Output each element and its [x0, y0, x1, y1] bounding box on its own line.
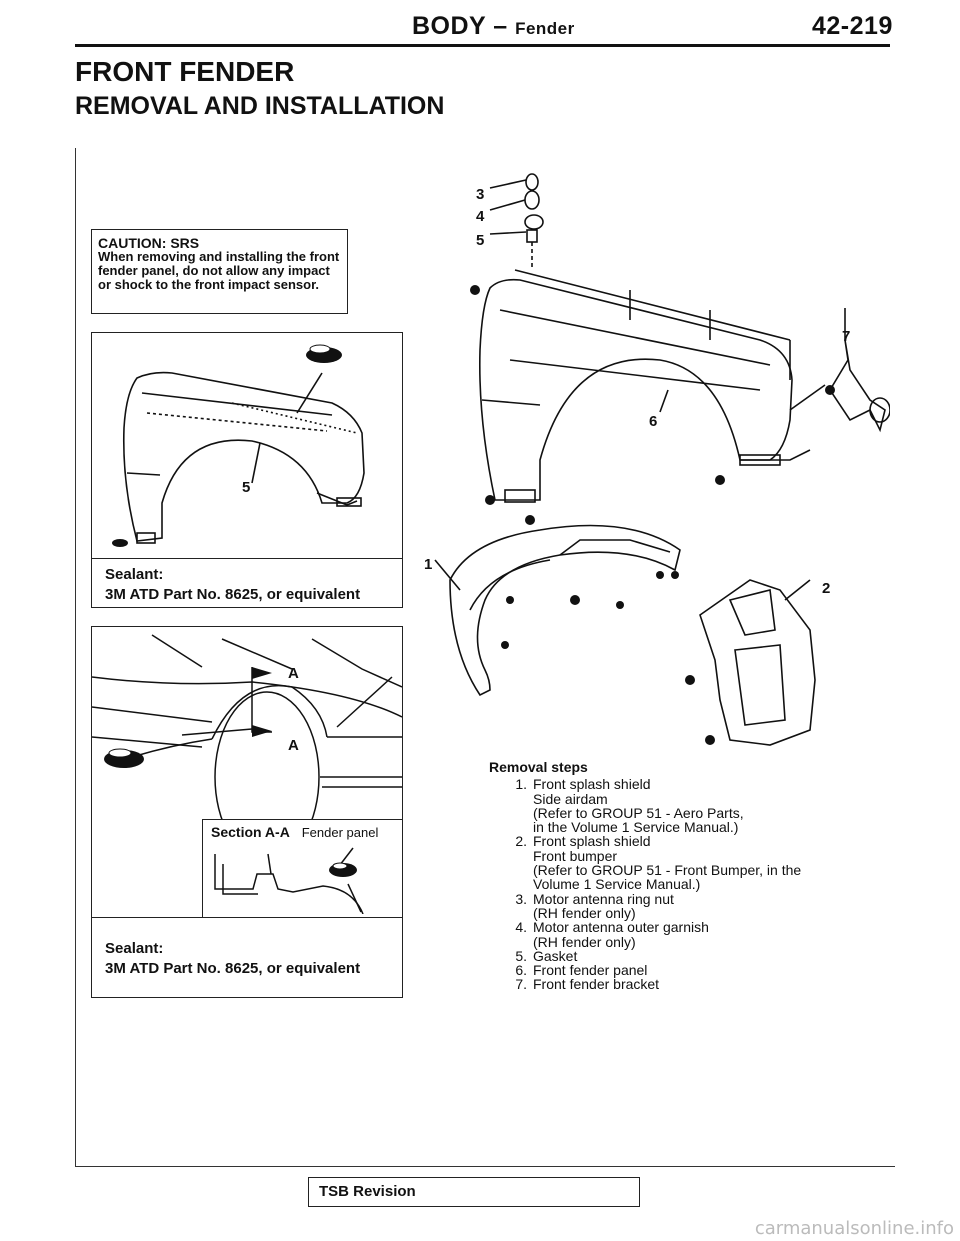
removal-step-number: 2. [515, 833, 527, 850]
removal-step-line: Front bumper [509, 847, 889, 864]
header-separator: – [485, 12, 516, 40]
removal-step-number [509, 806, 527, 820]
callout-6: 6 [649, 413, 658, 430]
removal-step-number: 3. [515, 890, 527, 907]
section-illustration [214, 847, 364, 914]
removal-step-number [509, 906, 527, 920]
callout-2: 2 [822, 580, 831, 597]
removal-step-text: Front bumper [533, 847, 618, 864]
header-rule [75, 44, 890, 47]
page-title: FRONT FENDER [75, 56, 295, 87]
left-margin-line [75, 148, 76, 1166]
section-marker-a-top: A [288, 665, 299, 682]
sealant-divider-2 [92, 917, 402, 918]
removal-step-line: (RH fender only) [509, 933, 889, 950]
removal-step-number [509, 820, 527, 834]
removal-step-text: Front fender bracket [533, 976, 660, 993]
tsb-revision-box: TSB Revision [308, 1177, 640, 1207]
header-section: BODY [412, 12, 486, 40]
removal-step-text: (Refer to GROUP 51 - Front Bumper, in th… [533, 862, 802, 879]
sealant-label-1: Sealant: [105, 566, 164, 583]
removal-step-line: Side airdam [509, 790, 889, 807]
section-marker-a-bottom: A [288, 737, 299, 754]
removal-step-line: 3. Motor antenna ring nut [509, 890, 889, 907]
sealant-divider-1 [92, 558, 402, 559]
callout-3: 3 [476, 186, 485, 203]
removal-step-text: (Refer to GROUP 51 - Aero Parts, [533, 804, 744, 821]
callout-4: 4 [476, 208, 485, 225]
caution-box: CAUTION: SRS When removing and installin… [91, 229, 348, 314]
removal-step-text: Motor antenna outer garnish [533, 919, 709, 936]
section-caption: Fender panel [301, 825, 379, 840]
removal-step-line: 6. Front fender panel [509, 962, 889, 979]
callout-7: 7 [842, 328, 851, 345]
removal-step-text: Front splash shield [533, 776, 651, 793]
removal-step-text: Motor antenna ring nut [533, 890, 674, 907]
wheel-arch-panel: A A Section A-A Fender panel Sealant: 3M… [91, 626, 403, 998]
watermark: carmanualsonline.info [754, 1218, 954, 1239]
removal-step-text: Volume 1 Service Manual.) [533, 876, 701, 893]
page-header: BODY – Fender [412, 12, 575, 41]
removal-step-text: Side airdam [533, 790, 608, 807]
removal-step-number: 4. [515, 919, 527, 936]
sealant-value-2: 3M ATD Part No. 8625, or equivalent [105, 960, 361, 977]
removal-step-line: in the Volume 1 Service Manual.) [509, 819, 889, 836]
caution-body: When removing and installing the front f… [98, 249, 340, 292]
removal-step-number [509, 863, 527, 877]
removal-step-number: 1. [515, 776, 527, 793]
callout-5-small: 5 [242, 479, 251, 496]
removal-step-number: 7. [515, 976, 527, 993]
removal-step-number [509, 792, 527, 806]
removal-step-text: in the Volume 1 Service Manual.) [533, 819, 739, 836]
removal-step-line: (Refer to GROUP 51 - Front Bumper, in th… [509, 862, 889, 879]
fender-gasket-panel: 5 Sealant: 3M ATD Part No. 8625, or equi… [91, 332, 403, 608]
caution-heading: CAUTION: SRS [98, 235, 200, 251]
removal-step-line: Volume 1 Service Manual.) [509, 876, 889, 893]
sealant-label-2: Sealant: [105, 940, 164, 957]
removal-step-line: 7. Front fender bracket [509, 976, 889, 993]
section-inset: Section A-A Fender panel [202, 819, 402, 917]
removal-step-number: 6. [515, 962, 527, 979]
exploded-fender-diagram [434, 173, 890, 746]
removal-step-text: (RH fender only) [533, 904, 636, 921]
header-subsection: Fender [515, 19, 575, 38]
wheel-arch-illustration [92, 634, 402, 863]
removal-step-text: Front splash shield [533, 833, 651, 850]
section-title: Section A-A Fender panel [211, 824, 379, 840]
fender-gasket-illustration [112, 344, 365, 547]
removal-step-line: 2. Front splash shield [509, 833, 889, 850]
removal-step-number: 5. [515, 947, 527, 964]
page-subtitle: REMOVAL AND INSTALLATION [75, 92, 445, 120]
removal-step-line: 5. Gasket [509, 947, 889, 964]
tsb-revision-label: TSB Revision [319, 1183, 416, 1200]
removal-step-number [509, 935, 527, 949]
removal-step-text: Gasket [533, 947, 578, 964]
callout-5: 5 [476, 232, 485, 249]
removal-step-line: 1. Front splash shield [509, 776, 889, 793]
sealant-value-1: 3M ATD Part No. 8625, or equivalent [105, 586, 361, 603]
callout-1: 1 [424, 556, 433, 573]
removal-step-text: Front fender panel [533, 962, 648, 979]
bottom-rule [75, 1166, 895, 1167]
removal-step-line: 4. Motor antenna outer garnish [509, 919, 889, 936]
page-number: 42-219 [812, 12, 893, 40]
removal-step-line: (Refer to GROUP 51 - Aero Parts, [509, 804, 889, 821]
sealant-note-1: Sealant: 3M ATD Part No. 8625, or equiva… [105, 565, 360, 605]
removal-step-text: (RH fender only) [533, 933, 636, 950]
removal-step-number [509, 877, 527, 891]
removal-steps-heading: Removal steps [489, 759, 588, 775]
removal-step-line: (RH fender only) [509, 904, 889, 921]
sealant-note-2: Sealant: 3M ATD Part No. 8625, or equiva… [105, 939, 360, 979]
removal-step-number [509, 849, 527, 863]
